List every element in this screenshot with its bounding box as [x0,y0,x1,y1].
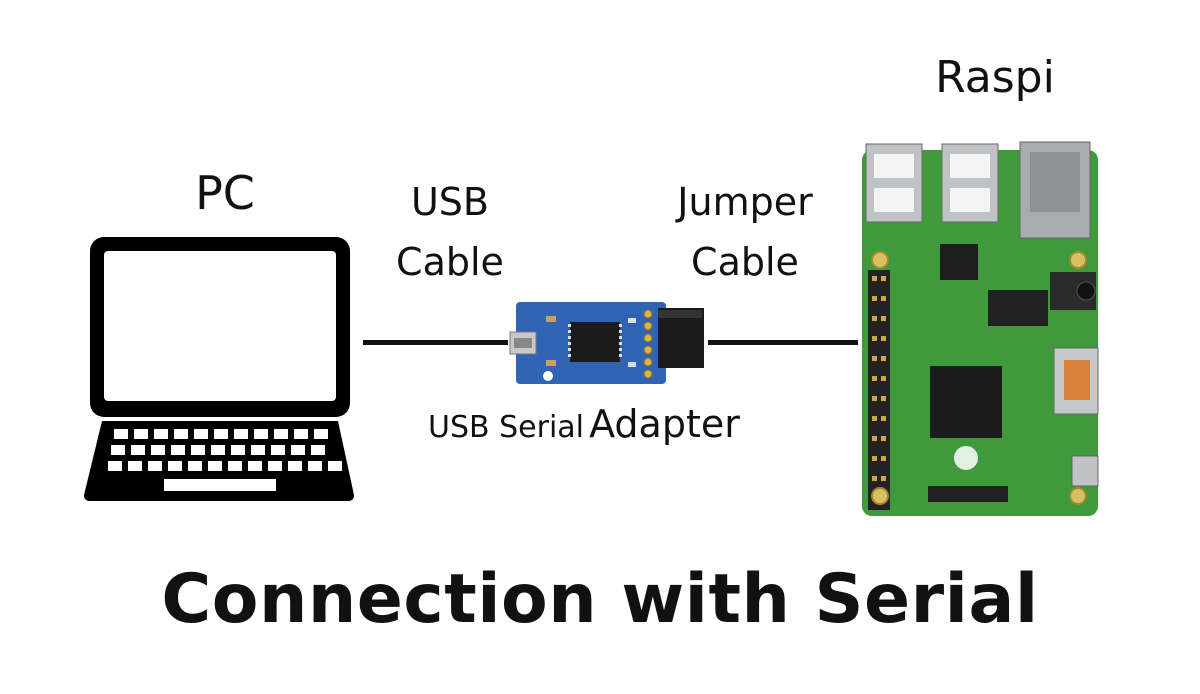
usb-cable-label: USB Cable [370,172,530,292]
adapter-label: USB Serial Adapter [428,402,828,446]
jumper-cable-label: Jumper Cable [650,172,840,292]
usb-cable-label-line1: USB [410,180,489,224]
usb-cable-label-line2: Cable [396,240,504,284]
laptop-icon [84,237,354,501]
usb-cable-line [363,340,508,345]
adapter-label-small: USB Serial [428,410,585,445]
jumper-cable-line [708,340,858,345]
raspberry-pi-board-image [862,141,1099,516]
pc-label: PC [195,166,255,220]
jumper-cable-label-line1: Jumper [677,180,813,224]
raspi-label: Raspi [935,52,1055,103]
usb-serial-adapter-image [509,302,704,384]
adapter-label-big: Adapter [589,402,740,446]
jumper-cable-label-line2: Cable [691,240,799,284]
diagram-title: Connection with Serial [161,560,1039,639]
